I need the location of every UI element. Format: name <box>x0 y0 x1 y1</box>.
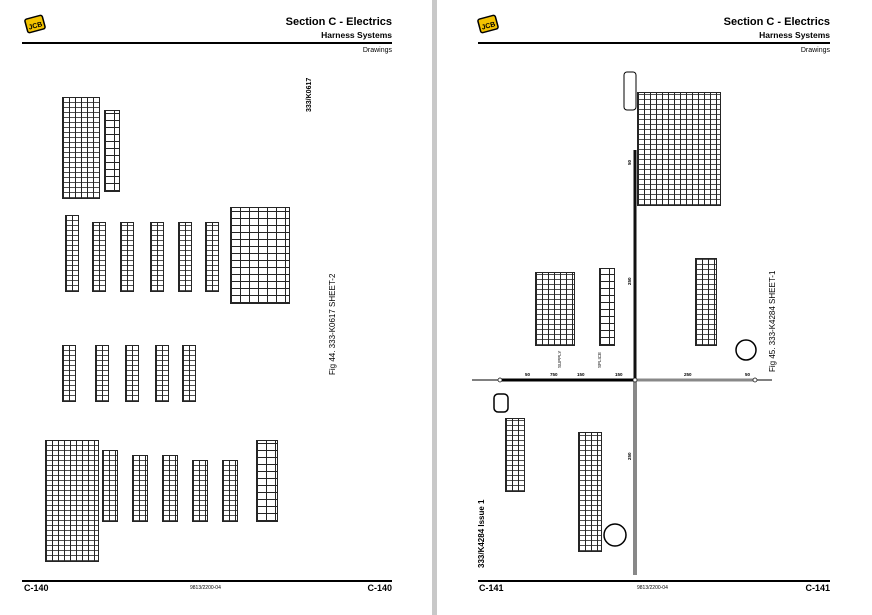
header-rule <box>22 42 392 44</box>
footer-rule <box>22 580 392 582</box>
wire-length: 50 <box>627 159 632 165</box>
figure-caption: Fig 45. 333-K4284 SHEET-1 <box>768 270 777 372</box>
connector-table <box>92 222 106 292</box>
connector-table <box>599 268 615 346</box>
section-title: Section C - Electrics <box>285 16 392 28</box>
connector-table <box>65 215 79 292</box>
connector-table <box>45 440 99 562</box>
connector-table <box>95 345 109 402</box>
page-number-left: C-141 <box>479 583 504 593</box>
connector-table <box>535 272 575 346</box>
connector-table <box>62 345 76 402</box>
connector-table <box>132 455 148 522</box>
section-title: Section C - Electrics <box>723 16 830 28</box>
pin-table <box>637 92 721 206</box>
connector-table <box>222 460 238 522</box>
connector-table <box>505 418 525 492</box>
round-connector-icon <box>735 339 757 361</box>
wire-label: SPLICE <box>597 351 602 368</box>
connector-table <box>150 222 164 292</box>
connector-table <box>178 222 192 292</box>
wire-length: 150 <box>577 372 585 377</box>
page-c-140: JCB Section C - Electrics Harness System… <box>0 0 432 615</box>
wire-length: 250 <box>627 452 632 460</box>
connector-table <box>256 440 278 522</box>
doc-number: 9813/2200-04 <box>190 585 221 591</box>
round-connector-icon <box>603 523 627 547</box>
wire-length: 150 <box>615 372 623 377</box>
connector-table <box>104 110 120 192</box>
connector-table <box>125 345 139 402</box>
drawing-ref: 333/K0617 <box>306 77 313 112</box>
page-c-141: JCB Section C - Electrics Harness System… <box>437 0 872 615</box>
figure-caption: Fig 44. 333-K0617 SHEET-2 <box>328 273 337 375</box>
page-number-left: C-140 <box>24 583 49 593</box>
doc-number: 9813/2200-04 <box>637 585 668 591</box>
connector-table <box>120 222 134 292</box>
wire-length: 250 <box>684 372 692 377</box>
connector-table <box>192 460 208 522</box>
wire-length: 250 <box>627 277 632 285</box>
wire-label: SUPPLY <box>557 350 562 368</box>
harness-diagram <box>472 71 772 575</box>
jcb-logo-icon: JCB <box>24 14 46 34</box>
connector-table <box>102 450 118 522</box>
subsection-title: Harness Systems <box>759 30 830 40</box>
subsection-title: Harness Systems <box>321 30 392 40</box>
connector-table <box>62 97 100 199</box>
wire-length: 50 <box>745 372 751 377</box>
connector-icon <box>493 393 509 413</box>
wire-length: 50 <box>525 372 531 377</box>
jcb-logo-icon: JCB <box>477 14 499 34</box>
svg-text:JCB: JCB <box>28 21 43 31</box>
connector-table <box>230 207 290 304</box>
topic-label: Drawings <box>800 47 830 54</box>
drawing-ref: 333/K4284 Issue 1 <box>477 499 486 569</box>
page-number-right: C-140 <box>367 583 392 593</box>
wire-length: 750 <box>550 372 558 377</box>
connector-table <box>155 345 169 402</box>
connector-table <box>182 345 196 402</box>
topic-label: Drawings <box>362 47 392 54</box>
page-number-right: C-141 <box>805 583 830 593</box>
header-rule <box>478 42 830 44</box>
footer-rule <box>478 580 830 582</box>
svg-text:JCB: JCB <box>481 21 496 31</box>
connector-table <box>162 455 178 522</box>
connector-table <box>695 258 717 346</box>
connector-icon <box>623 71 637 111</box>
connector-table <box>578 432 602 552</box>
connector-table <box>205 222 219 292</box>
